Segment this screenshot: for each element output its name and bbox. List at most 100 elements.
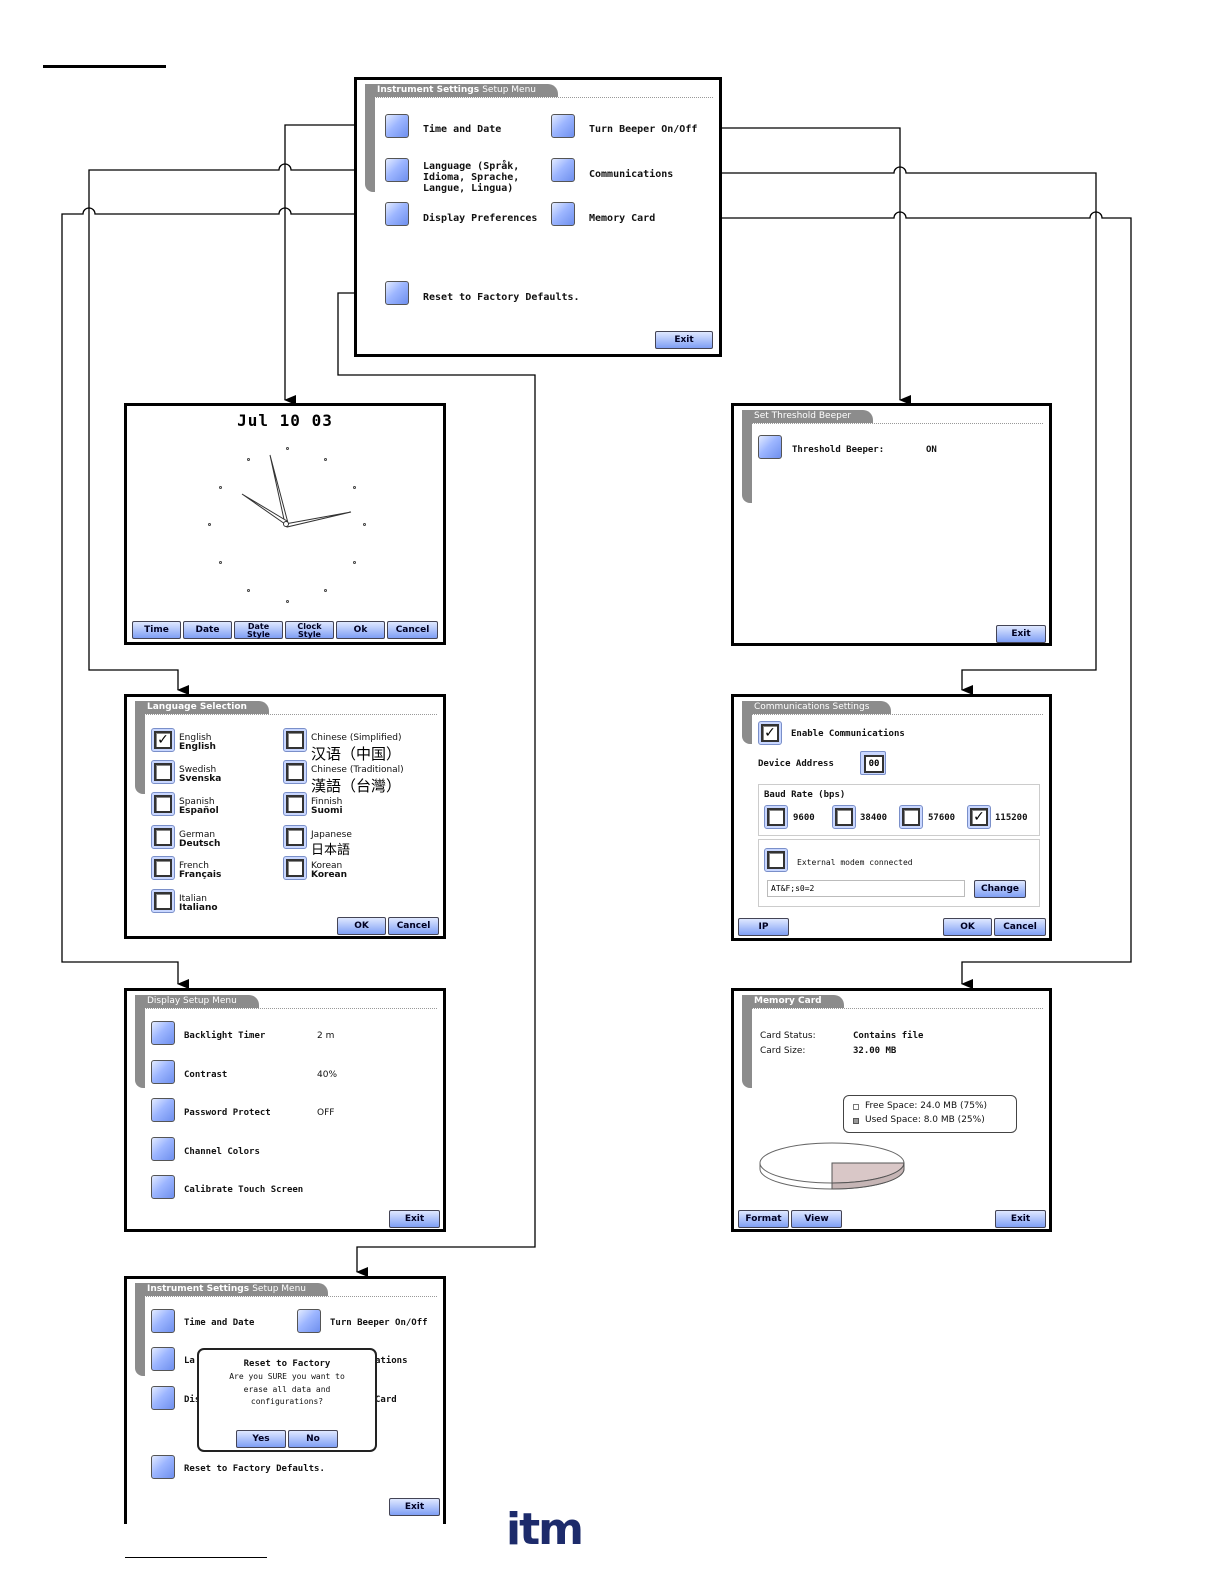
baud-57600-checkbox[interactable] xyxy=(899,805,923,829)
channel-colors-label: Channel Colors xyxy=(184,1147,260,1157)
date-style-button[interactable]: Date Style xyxy=(234,621,283,639)
reset-defaults-button[interactable] xyxy=(151,1455,175,1479)
space-pie-chart xyxy=(759,1142,905,1190)
communications-label: Communications xyxy=(589,169,674,180)
time-date-button[interactable] xyxy=(151,1309,175,1333)
contrast-label: Contrast xyxy=(184,1070,228,1080)
lang-german-native: Deutsch xyxy=(179,839,221,849)
language-button[interactable] xyxy=(151,1347,175,1371)
reset-dialog: Reset to Factory Are you SURE you want t… xyxy=(197,1348,377,1452)
format-button[interactable]: Format xyxy=(738,1210,789,1228)
modem-group: External modem connected AT&F;s0=2 Chang… xyxy=(758,839,1040,907)
clock-style-button[interactable]: Clock Style xyxy=(285,621,334,639)
password-protect-label: Password Protect xyxy=(184,1108,271,1118)
checkbox-english[interactable]: ✓ xyxy=(151,728,175,752)
no-button[interactable]: No xyxy=(288,1430,338,1448)
time-date-label: Time and Date xyxy=(184,1318,255,1328)
ok-button[interactable]: OK xyxy=(337,917,386,935)
display-preferences-button[interactable] xyxy=(151,1386,175,1410)
password-protect-value: OFF xyxy=(317,1108,335,1118)
language-label-1: Language (Språk, xyxy=(423,161,520,172)
baud-115200-label: 115200 xyxy=(995,813,1028,823)
calibrate-touch-button[interactable] xyxy=(151,1175,175,1199)
checkbox-swedish[interactable] xyxy=(151,760,175,784)
lang-korean-en: Korean xyxy=(311,861,343,871)
view-button[interactable]: View xyxy=(791,1210,842,1228)
exit-button[interactable]: Exit xyxy=(995,1210,1046,1228)
ip-button[interactable]: IP xyxy=(738,918,789,936)
baud-38400-checkbox[interactable] xyxy=(832,805,856,829)
cancel-button[interactable]: Cancel xyxy=(994,918,1046,936)
device-address-field[interactable]: 00 xyxy=(860,751,886,775)
used-space-swatch xyxy=(853,1118,859,1124)
exit-button[interactable]: Exit xyxy=(389,1210,440,1228)
checkbox-finnish[interactable] xyxy=(283,792,307,816)
language-label-3: Langue, Lingua) xyxy=(423,183,514,194)
time-date-button[interactable] xyxy=(385,114,409,138)
reset-dialog-line-3: configurations? xyxy=(250,1397,324,1406)
calibrate-touch-label: Calibrate Touch Screen xyxy=(184,1185,304,1195)
ok-button[interactable]: OK xyxy=(943,918,992,936)
lang-japanese-en: Japanese xyxy=(311,830,352,840)
exit-button[interactable]: Exit xyxy=(389,1498,440,1516)
threshold-beeper-screen: Set Threshold Beeper Threshold Beeper: O… xyxy=(731,403,1052,646)
display-preferences-label: Display Preferences xyxy=(423,213,538,224)
checkbox-french[interactable] xyxy=(151,856,175,880)
checkbox-chinese-traditional[interactable] xyxy=(283,760,307,784)
reset-defaults-button[interactable] xyxy=(385,281,409,305)
device-address-label: Device Address xyxy=(758,759,834,769)
change-button[interactable]: Change xyxy=(974,880,1026,898)
reset-dialog-line-2: erase all data and xyxy=(243,1385,331,1394)
lang-korean-native: Korean xyxy=(311,870,348,880)
checkbox-enable-communications[interactable]: ✓ xyxy=(758,721,782,745)
checkbox-chinese-simplified[interactable] xyxy=(283,728,307,752)
lang-spanish-en: Spanish xyxy=(179,797,215,807)
screen-tab: Memory Card xyxy=(742,995,844,1008)
lang-japanese-native: 日本語 xyxy=(311,843,351,858)
baud-115200-checkbox[interactable]: ✓ xyxy=(967,805,991,829)
time-date-screen: Jul 10 03 Time Date Date Style Clock Sty… xyxy=(124,403,446,645)
display-setup-screen: Display Setup Menu Backlight Timer 2 m C… xyxy=(124,988,446,1232)
lang-chinese-simplified-en: Chinese (Simplified) xyxy=(311,733,402,743)
contrast-button[interactable] xyxy=(151,1060,175,1084)
exit-button[interactable]: Exit xyxy=(996,625,1046,643)
checkbox-italian[interactable] xyxy=(151,889,175,913)
ok-button[interactable]: Ok xyxy=(336,621,385,639)
reset-dialog-line-1: Are you SURE you want to xyxy=(229,1372,345,1381)
itm-logo: itm xyxy=(506,1504,584,1555)
communications-button[interactable] xyxy=(551,158,575,182)
baud-rate-title: Baud Rate (bps) xyxy=(764,790,846,800)
checkbox-korean[interactable] xyxy=(283,856,307,880)
communications-settings-screen: Communications Settings ✓ Enable Communi… xyxy=(731,694,1052,941)
memory-card-button[interactable] xyxy=(551,202,575,226)
exit-button[interactable]: Exit xyxy=(655,331,713,349)
cancel-button[interactable]: Cancel xyxy=(388,917,439,935)
time-button[interactable]: Time xyxy=(132,621,181,639)
lang-italian-native: Italiano xyxy=(179,903,218,913)
baud-9600-checkbox[interactable] xyxy=(764,805,788,829)
checkbox-external-modem[interactable] xyxy=(764,848,788,872)
lang-chinese-traditional-native: 漢語（台灣） xyxy=(311,777,402,795)
lang-finnish-native: Suomi xyxy=(311,806,343,816)
checkbox-japanese[interactable] xyxy=(283,825,307,849)
cancel-button[interactable]: Cancel xyxy=(387,621,438,639)
card-status-label: Card Status: xyxy=(760,1031,816,1041)
display-preferences-button[interactable] xyxy=(385,202,409,226)
header-rule xyxy=(43,65,166,68)
modem-init-string-field[interactable]: AT&F;s0=2 xyxy=(767,880,965,897)
checkbox-german[interactable] xyxy=(151,825,175,849)
password-protect-button[interactable] xyxy=(151,1098,175,1122)
threshold-beeper-button[interactable] xyxy=(758,435,782,459)
beeper-button[interactable] xyxy=(297,1309,321,1333)
beeper-button[interactable] xyxy=(551,114,575,138)
beeper-label: Turn Beeper On/Off xyxy=(589,124,698,135)
language-button[interactable] xyxy=(385,158,409,182)
channel-colors-button[interactable] xyxy=(151,1137,175,1161)
space-legend: Free Space: 24.0 MB (75%) Used Space: 8.… xyxy=(843,1095,1017,1133)
checkbox-spanish[interactable] xyxy=(151,792,175,816)
screen-tab: Set Threshold Beeper xyxy=(742,410,874,423)
date-button[interactable]: Date xyxy=(183,621,232,639)
backlight-timer-button[interactable] xyxy=(151,1021,175,1045)
instrument-settings-screen: Instrument Settings Setup Menu Time and … xyxy=(354,77,722,357)
yes-button[interactable]: Yes xyxy=(236,1430,286,1448)
